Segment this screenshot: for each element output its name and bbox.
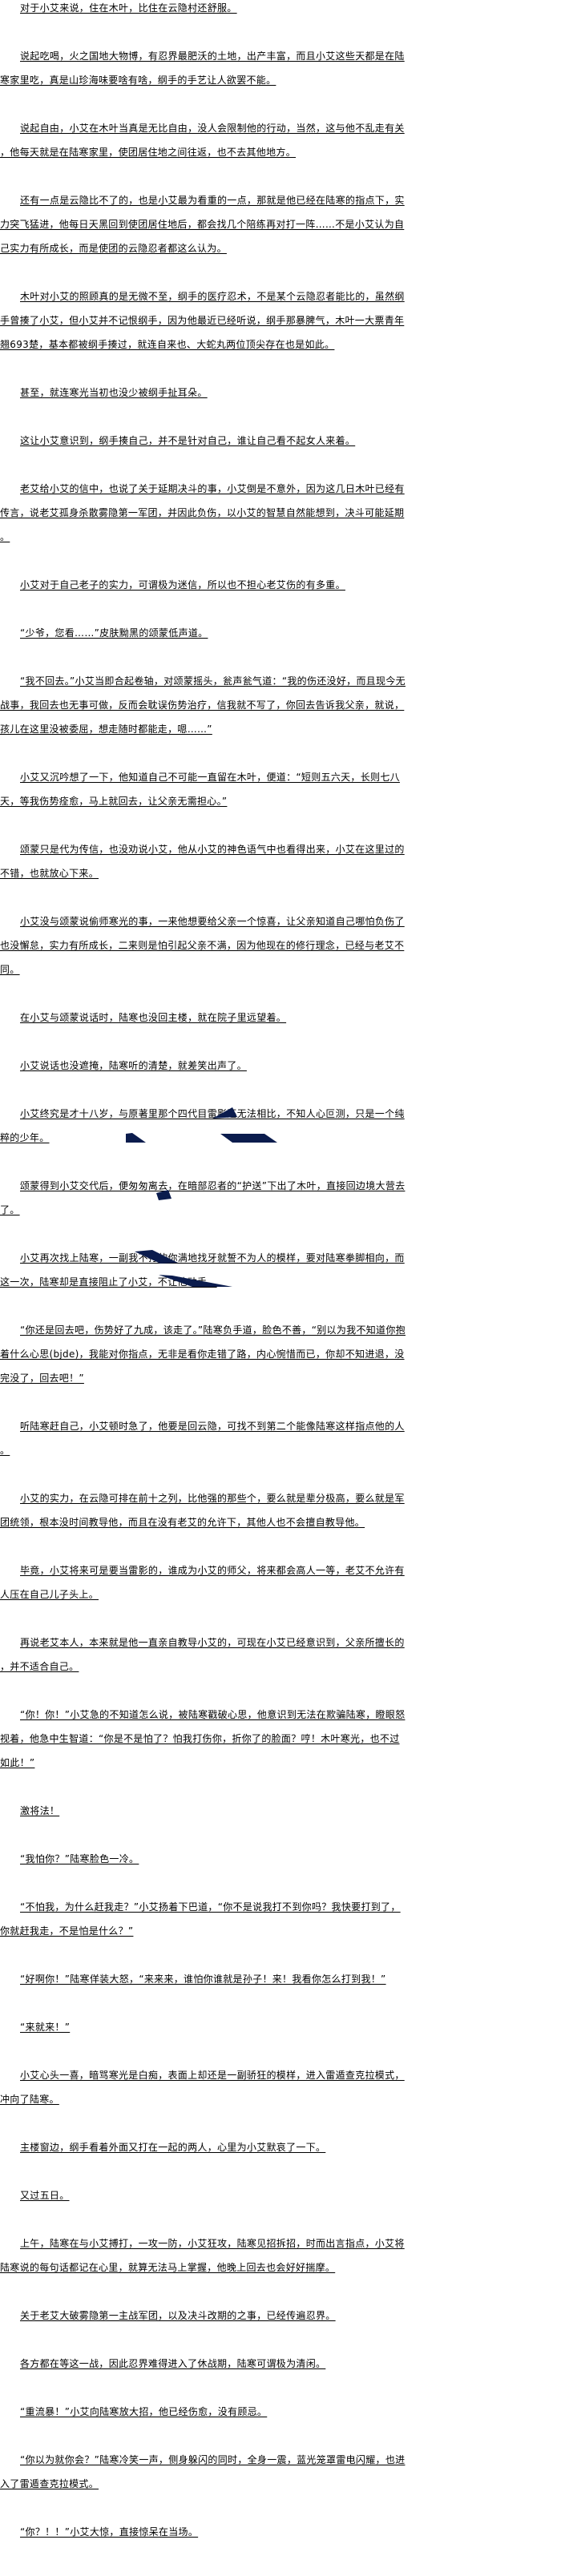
paragraph: “你以为就你会？”陆寒冷笑一声，侧身躲闪的同时，全身一震，蓝光笼罩雷电闪耀，也进… <box>0 2454 406 2489</box>
paragraph: “少爷，您看……”皮肤黝黑的颂蒙低声道。 <box>20 627 208 639</box>
paragraph: 再说老艾本人，本来就是他一直亲自教导小艾的，可现在小艾已经意识到，父亲所擅长的，… <box>0 1637 405 1672</box>
paragraph: 在小艾与颂蒙说话时，陆寒也没回主楼，就在院子里远望着。 <box>20 1012 287 1023</box>
paragraph: 颂蒙得到小艾交代后，便匆匆离去，在暗部忍者的“护送”下出了木叶，直接回边境大营去… <box>0 1180 406 1215</box>
paragraph: “你还是回去吧，伤势好了九成，该走了。”陆寒负手道，脸色不善，“别以为我不知道你… <box>0 1324 406 1384</box>
paragraph: “不怕我，为什么赶我走？”小艾扬着下巴道，“你不是说我打不到你吗？我快要打到了，… <box>0 1901 401 1937</box>
paragraph: 小艾的实力，在云隐可排在前十之列，比他强的那些个，要么就是辈分极高，要么就是军团… <box>0 1493 405 1528</box>
paragraph: 上午，陆寒在与小艾搏打，一攻一防，小艾狂攻，陆寒见招拆招，时而出言指点，小艾将陆… <box>0 2238 405 2273</box>
paragraph: 小艾再次找上陆寒，一副我不打的你满地找牙就誓不为人的模样，要对陆寒拳脚相向，而这… <box>0 1252 405 1288</box>
paragraph: 老艾给小艾的信中，也说了关于延期决斗的事，小艾倒是不意外，因为这几日木叶已经有传… <box>0 483 405 542</box>
paragraph: 毕竟，小艾将来可是要当雷影的，谁成为小艾的师父，将来都会高人一等，老艾不允许有人… <box>0 1565 405 1600</box>
paragraph: 听陆寒赶自己，小艾顿时急了，他要是回云隐，可找不到第二个能像陆寒这样指点他的人。 <box>0 1421 405 1456</box>
paragraph: 对于小艾来说，住在木叶，比住在云隐村还舒服。 <box>20 2 237 14</box>
paragraph: 颂蒙只是代为传信，也没劝说小艾，他从小艾的神色语气中也看得出来，小艾在这里过的不… <box>0 844 405 879</box>
paragraph: 说起自由，小艾在木叶当真是无比自由，没人会限制他的行动，当然，这与他不乱走有关，… <box>0 123 405 158</box>
paragraph: 各方都在等这一战，因此忍界难得进入了休战期，陆寒可谓极为清闲。 <box>20 2358 326 2369</box>
paragraph: 这让小艾意识到，纲手揍自己，并不是针对自己，谁让自己看不起女人来着。 <box>20 435 356 446</box>
paragraph: 小艾说话也没遮掩，陆寒听的清楚，就差笑出声了。 <box>20 1060 247 1071</box>
paragraph: 甚至，就连寒光当初也没少被纲手扯耳朵。 <box>20 387 208 398</box>
paragraph: 还有一点是云隐比不了的，也是小艾最为看重的一点，那就是他已经在陆寒的指点下，实力… <box>0 195 405 254</box>
paragraph: 关于老艾大破雾隐第一主战军团，以及决斗改期的之事，已经传遍忍界。 <box>20 2310 336 2321</box>
paragraph: “好啊你！”陆寒佯装大怒，“来来来，谁怕你谁就是孙子！来！我看你怎么打到我！” <box>20 1973 386 1985</box>
paragraph: 主楼窗边，纲手看着外面又打在一起的两人，心里为小艾默哀了一下。 <box>20 2142 326 2153</box>
paragraph: “重流暴！”小艾向陆寒放大招，他已经伤愈，没有顾忌。 <box>20 2406 268 2417</box>
paragraph: 说起吃喝，火之国地大物博，有忍界最肥沃的土地，出产丰富，而且小艾这些天都是在陆寒… <box>0 50 405 86</box>
paragraph: 激将法！ <box>20 1805 60 1816</box>
paragraph: “我不回去。”小艾当即合起卷轴，对颂蒙摇头，瓮声瓮气道：“我的伤还没好，而且现今… <box>0 675 406 735</box>
paragraph: “来就来！” <box>20 2022 71 2033</box>
paragraph: “你？！！”小艾大惊，直接惊呆在当场。 <box>20 2526 199 2538</box>
chapter-text: 对于小艾来说，住在木叶，比住在云隐村还舒服。 说起吃喝，火之国地大物博，有忍界最… <box>0 2 406 2538</box>
paragraph: 木叶对小艾的照顾真的是无微不至，纲手的医疗忍术，不是某个云隐忍者能比的，虽然纲手… <box>0 291 405 350</box>
paragraph: 小艾心头一喜，暗骂寒光是白痴，表面上却还是一副骄狂的模样，进入雷遁查克拉模式，冲… <box>0 2070 405 2105</box>
paragraph: “我怕你？”陆寒脸色一冷。 <box>20 1853 139 1864</box>
paragraph: 又过五日。 <box>20 2190 70 2201</box>
paragraph: “你！你！”小艾急的不知道怎么说，被陆寒戳破心思，他意识到无法在欺骗陆寒，瞪眼怒… <box>0 1709 406 1768</box>
paragraph: 小艾又沉吟想了一下，他知道自己不可能一直留在木叶，便道：“短则五六天，长则七八天… <box>0 772 400 807</box>
paragraph: 小艾没与颂蒙说偷师寒光的事，一来他想要给父亲一个惊喜，让父亲知道自己哪怕负伤了也… <box>0 916 405 975</box>
paragraph: 小艾对于自己老子的实力，可谓极为迷信，所以也不担心老艾伤的有多重。 <box>20 579 345 591</box>
paragraph: 小艾终究是才十八岁，与原著里那个四代目雷影还无法相比，不知人心叵测，只是一个纯粹… <box>0 1108 405 1143</box>
